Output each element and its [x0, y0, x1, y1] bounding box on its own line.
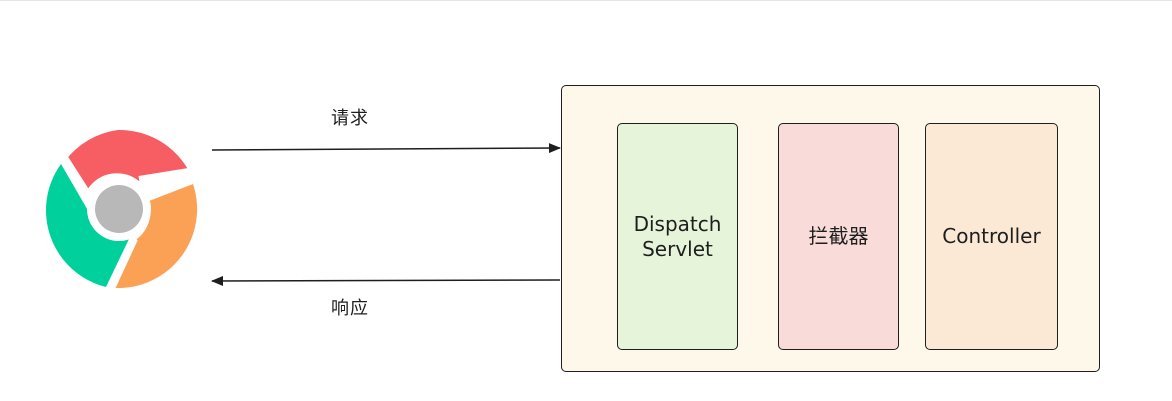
chrome-orange-segment — [115, 184, 198, 289]
dispatch-servlet-box: Dispatch Servlet — [617, 123, 738, 350]
chrome-icon — [45, 129, 200, 290]
chrome-red-segment — [65, 129, 190, 194]
dispatch-servlet-label: Dispatch Servlet — [633, 211, 722, 261]
interceptor-label: 拦截器 — [808, 224, 869, 248]
response-arrow — [211, 275, 561, 286]
controller-box: Controller — [925, 123, 1058, 350]
top-divider — [0, 0, 1172, 1]
response-label: 响应 — [331, 298, 369, 319]
interceptor-box: 拦截器 — [778, 123, 899, 350]
chrome-green-segment — [45, 164, 129, 287]
request-arrow — [211, 143, 561, 154]
chrome-center — [95, 185, 143, 233]
controller-label: Controller — [942, 224, 1041, 248]
request-label: 请求 — [331, 108, 369, 129]
